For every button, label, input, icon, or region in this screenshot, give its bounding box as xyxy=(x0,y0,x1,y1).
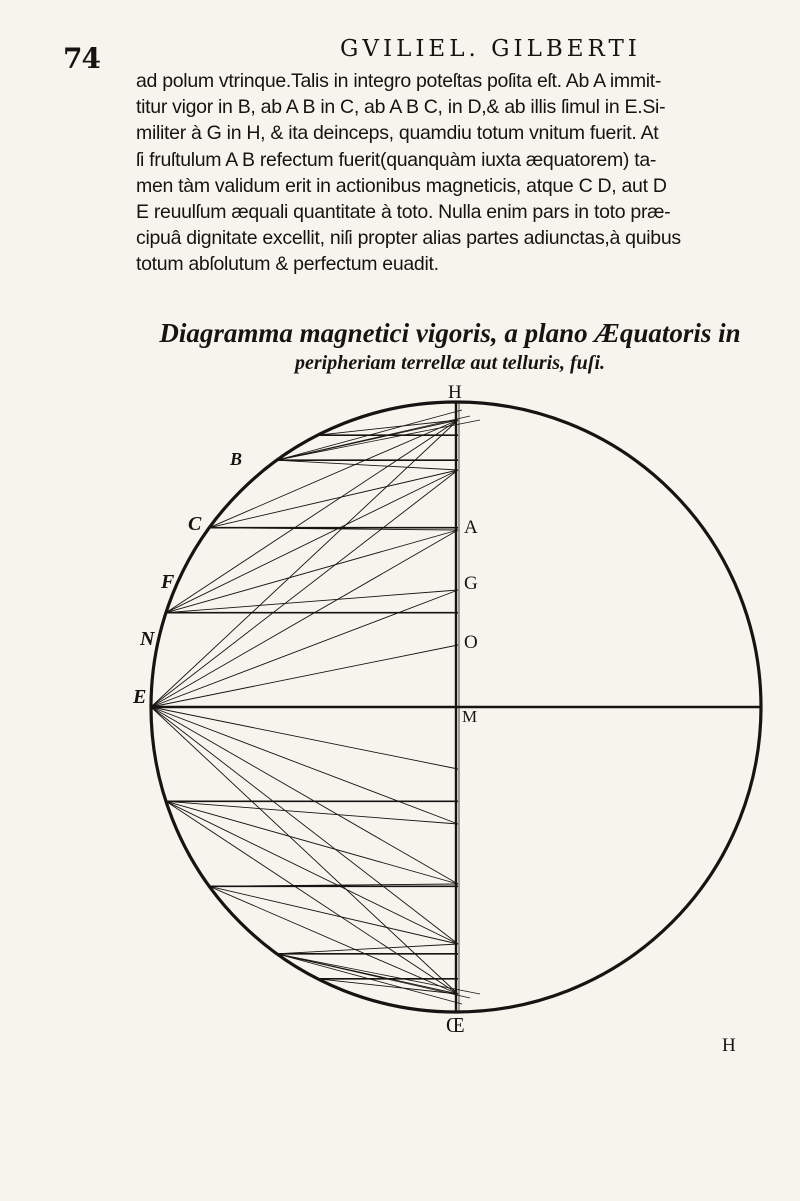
force-line xyxy=(317,419,459,436)
force-line xyxy=(276,953,471,999)
force-line xyxy=(150,706,459,995)
label-top-h: H xyxy=(448,382,462,403)
label-b: B xyxy=(229,449,242,469)
force-line xyxy=(276,943,459,955)
force-line xyxy=(165,469,459,614)
label-e: E xyxy=(132,686,146,708)
force-line xyxy=(276,953,481,995)
body-line: titur vigor in B, ab A B in C, ab A B C,… xyxy=(136,96,666,119)
body-line: cipuâ dignitate excellit, niſi propter a… xyxy=(136,227,681,250)
body-paragraph: ad polum vtrinque.Talis in integro poteſ… xyxy=(136,68,776,278)
force-line xyxy=(165,800,459,995)
force-line xyxy=(276,419,481,461)
label-n: N xyxy=(139,628,156,650)
label-a: A xyxy=(464,517,478,538)
force-line xyxy=(276,459,459,471)
force-line xyxy=(276,415,471,461)
force-line xyxy=(209,419,459,529)
force-line xyxy=(209,885,459,945)
force-line xyxy=(150,469,459,708)
force-line xyxy=(150,644,459,708)
force-line xyxy=(209,469,459,529)
body-line: men tàm validum erit in actionibus magne… xyxy=(136,174,667,197)
label-o: O xyxy=(464,632,478,653)
body-line: totum abſolutum & perfectum euadit. xyxy=(136,253,439,276)
body-line: E reuulſum æquali quantitate à toto. Nul… xyxy=(136,201,671,224)
label-f: F xyxy=(160,571,175,593)
force-line xyxy=(276,953,463,1005)
page-number: 74 xyxy=(63,42,101,75)
force-line xyxy=(150,706,459,770)
force-line xyxy=(276,409,463,461)
label-c: C xyxy=(188,513,202,535)
label-m: M xyxy=(462,707,477,726)
figure-caption-subtitle: peripheriam terrellæ aut telluris, fuſi. xyxy=(294,352,606,374)
body-line: ſi fruſtulum A B refectum fuerit(quanquà… xyxy=(136,148,657,171)
figure-caption: Diagramma magnetici vigoris, a plano Æqu… xyxy=(159,318,741,348)
force-line xyxy=(165,800,459,945)
force-line xyxy=(150,529,459,708)
body-line: militer à G in H, & ita deinceps, quamdi… xyxy=(136,122,659,145)
body-line: ad polum vtrinque.Talis in integro poteſ… xyxy=(136,70,662,92)
force-line xyxy=(150,706,459,945)
label-bottom-right-h: H xyxy=(722,1035,736,1056)
label-g: G xyxy=(464,573,478,594)
force-line xyxy=(165,800,459,825)
force-line xyxy=(150,706,459,885)
force-line xyxy=(165,589,459,614)
diagram-labels: H B C F N E A G O M Œ H xyxy=(132,382,736,1056)
force-line xyxy=(165,529,459,614)
label-bottom-oe: Œ xyxy=(446,1013,465,1037)
force-line xyxy=(150,419,459,708)
force-line xyxy=(150,589,459,708)
running-head: GVILIEL. GILBERTI xyxy=(340,36,641,62)
force-line xyxy=(317,978,459,995)
force-line xyxy=(150,706,459,825)
force-line xyxy=(209,885,459,995)
force-line xyxy=(165,800,459,885)
force-line xyxy=(165,419,459,614)
force-lines xyxy=(150,409,481,1005)
